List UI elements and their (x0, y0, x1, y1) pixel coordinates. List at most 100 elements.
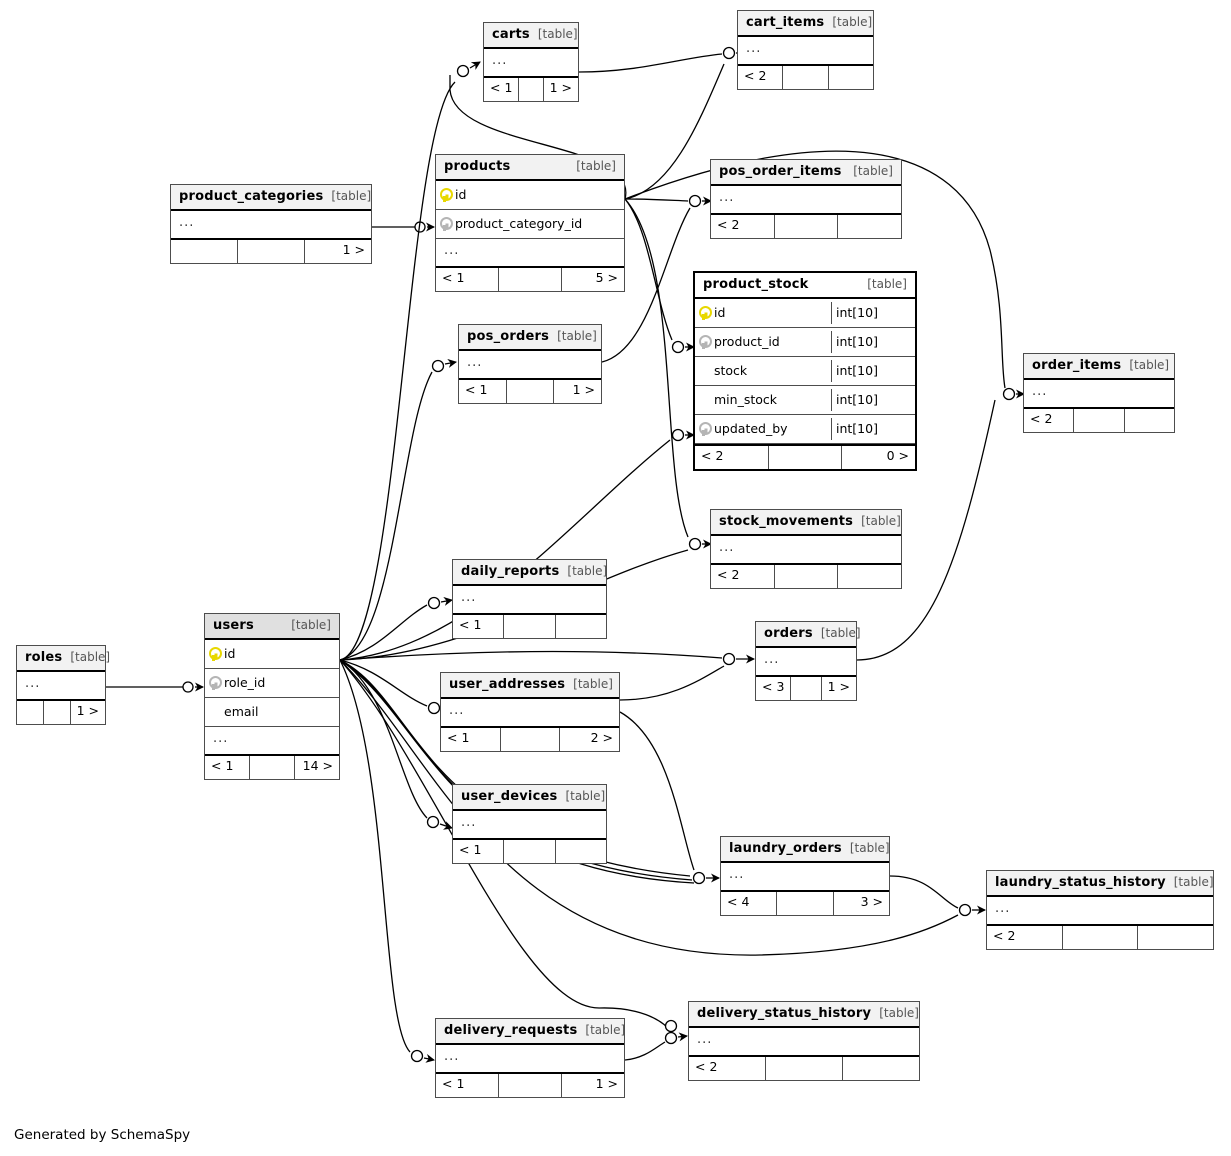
relation-count-right (556, 615, 606, 638)
column-name-cell: id (205, 643, 339, 665)
edge-useraddresses-laundryorders (619, 711, 695, 871)
relation-count-right (1125, 409, 1174, 432)
more-columns-indicator: ... (764, 652, 780, 667)
column-type: int[10] (831, 331, 893, 353)
table-header: products[table] (436, 155, 624, 181)
edge-carts-cartitems (578, 53, 723, 73)
relation-count-left: < 1 (453, 840, 505, 863)
table-footer: < 2 (987, 924, 1213, 949)
foreign-key-icon (699, 421, 712, 436)
table-name: laundry_orders (729, 841, 842, 856)
column-type: int[10] (831, 302, 893, 324)
edge-useraddresses-orders (619, 665, 725, 701)
table-footer: < 2 (1024, 407, 1174, 432)
table-name: stock_movements (719, 514, 854, 529)
column-label: product_id (714, 334, 780, 349)
relation-count-right: 5 > (595, 270, 618, 285)
relation-count-right (838, 215, 901, 238)
relation-count-mid (1063, 926, 1139, 949)
column-label: stock (714, 363, 748, 378)
column-label: role_id (224, 675, 266, 690)
table-header: daily_reports[table] (453, 560, 607, 586)
edge-users-userdevices (339, 659, 428, 819)
table-name: users (213, 618, 254, 633)
table-header: delivery_requests[table] (436, 1019, 625, 1045)
table-user_devices[interactable]: user_devices[table]...< 1 (452, 784, 607, 864)
table-product_categories[interactable]: product_categories[table]...1 > (170, 184, 372, 264)
column-name-cell: email (205, 701, 339, 723)
table-pos_order_items[interactable]: pos_order_items[table]...< 2 (710, 159, 902, 239)
table-stock_movements[interactable]: stock_movements[table]...< 2 (710, 509, 902, 589)
more-columns-indicator: ... (492, 53, 508, 68)
table-type-tag: [table] (1173, 875, 1214, 889)
relation-count-left (171, 240, 238, 263)
edge-products-stockmovements (624, 198, 689, 538)
primary-key-icon (699, 305, 712, 320)
table-name: cart_items (746, 15, 825, 30)
relation-count-right: 3 > (860, 894, 883, 909)
table-name: daily_reports (461, 564, 560, 579)
table-daily_reports[interactable]: daily_reports[table]...< 1 (452, 559, 607, 639)
table-type-tag: [table] (557, 329, 597, 343)
table-type-tag: [table] (853, 164, 893, 178)
relation-count-mid (44, 701, 71, 724)
relation-count-left: < 1 (205, 756, 250, 779)
column-row: id (436, 181, 624, 210)
relation-count-right (838, 565, 901, 588)
relation-count-left: < 1 (484, 78, 520, 101)
table-type-tag: [table] (820, 626, 861, 640)
table-header: delivery_status_history[table] (689, 1002, 919, 1028)
table-footer: < 1 1 > (484, 76, 578, 101)
table-name: product_stock (703, 277, 809, 292)
more-columns-indicator: ... (729, 867, 745, 882)
table-footer: < 2 (689, 1055, 919, 1080)
edge-users-orders (339, 650, 723, 661)
table-footer: < 1 14 > (205, 754, 339, 779)
more-columns-indicator: ... (697, 1032, 713, 1047)
column-label: min_stock (714, 392, 777, 407)
table-laundry_status_history[interactable]: laundry_status_history[table]...< 2 (986, 870, 1214, 950)
relation-count-right: 1 > (342, 242, 365, 257)
table-delivery_status_history[interactable]: delivery_status_history[table]... < 2 (688, 1001, 920, 1081)
more-columns-indicator: ... (467, 355, 483, 370)
table-footer: < 1 (453, 838, 606, 863)
table-cart_items[interactable]: cart_items[table]...< 2 (737, 10, 874, 90)
table-footer: 1 > (171, 238, 371, 263)
table-name: order_items (1032, 358, 1122, 373)
table-order_items[interactable]: order_items[table]...< 2 (1023, 353, 1175, 433)
relation-count-right: 1 > (827, 679, 850, 694)
table-name: user_devices (461, 789, 558, 804)
table-footer: < 1 (453, 613, 606, 638)
relation-count-mid (775, 215, 839, 238)
column-name-cell: updated_by (695, 418, 831, 440)
foreign-key-icon (209, 675, 222, 690)
table-roles[interactable]: roles[table]...1 > (16, 645, 110, 725)
relation-count-right: 1 > (549, 80, 572, 95)
column-label: product_category_id (455, 216, 583, 231)
relation-count-mid (504, 615, 556, 638)
relation-count-right: 14 > (302, 758, 333, 773)
more-columns-indicator: ... (1032, 384, 1048, 399)
edge-products-posorderitems (624, 198, 689, 202)
edge-laundryorders-lsh (889, 875, 959, 909)
relation-count-left: < 1 (453, 615, 505, 638)
column-row: role_id (205, 669, 339, 698)
table-header: cart_items[table] (738, 11, 873, 37)
table-header: pos_order_items[table] (711, 160, 901, 186)
primary-key-icon (209, 646, 222, 661)
more-columns-indicator: ... (25, 676, 41, 691)
